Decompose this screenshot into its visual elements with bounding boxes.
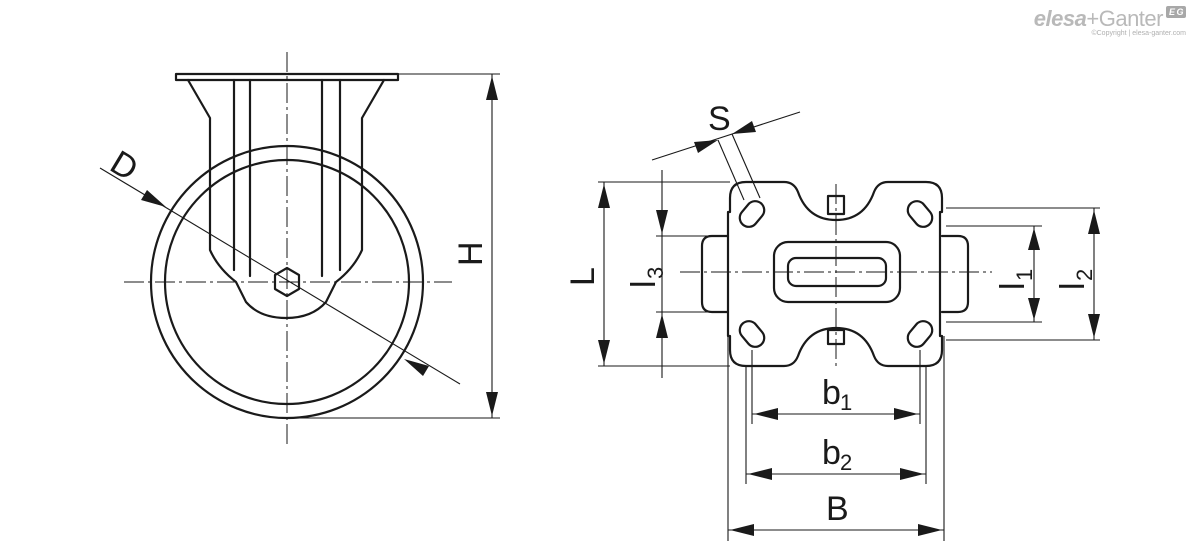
label-l1: l 1 bbox=[994, 269, 1037, 290]
wheel-right-edge bbox=[940, 234, 970, 314]
wheel-left-edge bbox=[700, 234, 730, 314]
bolt-slot-top-right bbox=[906, 200, 934, 228]
logo-elesa: elesa bbox=[1033, 6, 1087, 31]
extension-S-left bbox=[717, 139, 745, 201]
arrow-b1-left bbox=[754, 408, 778, 420]
arrow-b1-right bbox=[894, 408, 918, 420]
label-D: D bbox=[104, 143, 145, 188]
bolt-slot-bottom-right bbox=[906, 320, 934, 348]
side-view: D H bbox=[99, 52, 500, 446]
mounting-plate bbox=[726, 180, 944, 368]
logo-copyright: ©Copyright | elesa-ganter.com bbox=[1091, 30, 1186, 37]
label-l2: l 2 bbox=[1054, 269, 1097, 290]
arrow-H-top bbox=[486, 76, 498, 100]
arrow-L-bottom bbox=[598, 340, 610, 364]
top-view: S L l 3 l 1 l bbox=[564, 100, 1100, 541]
arrow-l3-bottom bbox=[656, 314, 668, 338]
top-plate bbox=[174, 72, 400, 82]
arrow-D-lower bbox=[404, 359, 429, 376]
arrow-l1-top bbox=[1028, 228, 1040, 250]
label-L: L bbox=[564, 267, 602, 286]
label-b1-main: b bbox=[822, 374, 841, 412]
label-l2-main: l bbox=[1054, 282, 1092, 290]
arrow-l3-top bbox=[656, 210, 668, 234]
arrow-b2-right bbox=[900, 468, 924, 480]
logo-plus: + bbox=[1086, 6, 1099, 31]
bracket bbox=[186, 78, 386, 320]
extension-S-right bbox=[731, 133, 761, 199]
label-b2-main: b bbox=[822, 434, 841, 472]
label-B: B bbox=[826, 490, 849, 528]
label-l2-sub: 2 bbox=[1072, 269, 1097, 281]
label-l3-sub: 3 bbox=[643, 267, 668, 279]
arrow-D-upper bbox=[141, 190, 166, 207]
label-b1-sub: 1 bbox=[840, 390, 852, 415]
label-b2-sub: 2 bbox=[840, 450, 852, 475]
logo-badge: E G bbox=[1165, 6, 1186, 18]
label-H: H bbox=[452, 241, 490, 266]
arrow-S-right bbox=[732, 121, 756, 134]
label-S: S bbox=[708, 100, 731, 138]
bolt-slot-bottom-left bbox=[738, 320, 766, 348]
arrow-l2-top bbox=[1088, 210, 1100, 234]
arrow-B-right bbox=[918, 524, 942, 536]
label-l3-main: l bbox=[625, 280, 663, 288]
label-l1-main: l bbox=[994, 282, 1032, 290]
arrow-B-left bbox=[730, 524, 754, 536]
bolt-slot-top-left bbox=[738, 200, 766, 228]
dimension-line-S bbox=[651, 111, 801, 161]
arrow-S-left bbox=[694, 140, 718, 153]
arrow-l2-bottom bbox=[1088, 314, 1100, 338]
label-l3: l 3 bbox=[625, 267, 668, 288]
arrow-b2-left bbox=[748, 468, 772, 480]
arrow-l1-bottom bbox=[1028, 298, 1040, 320]
label-l1-sub: 1 bbox=[1012, 269, 1037, 281]
arrow-H-bottom bbox=[486, 392, 498, 416]
arrow-L-top bbox=[598, 184, 610, 208]
logo-ganter: Ganter bbox=[1098, 6, 1164, 31]
